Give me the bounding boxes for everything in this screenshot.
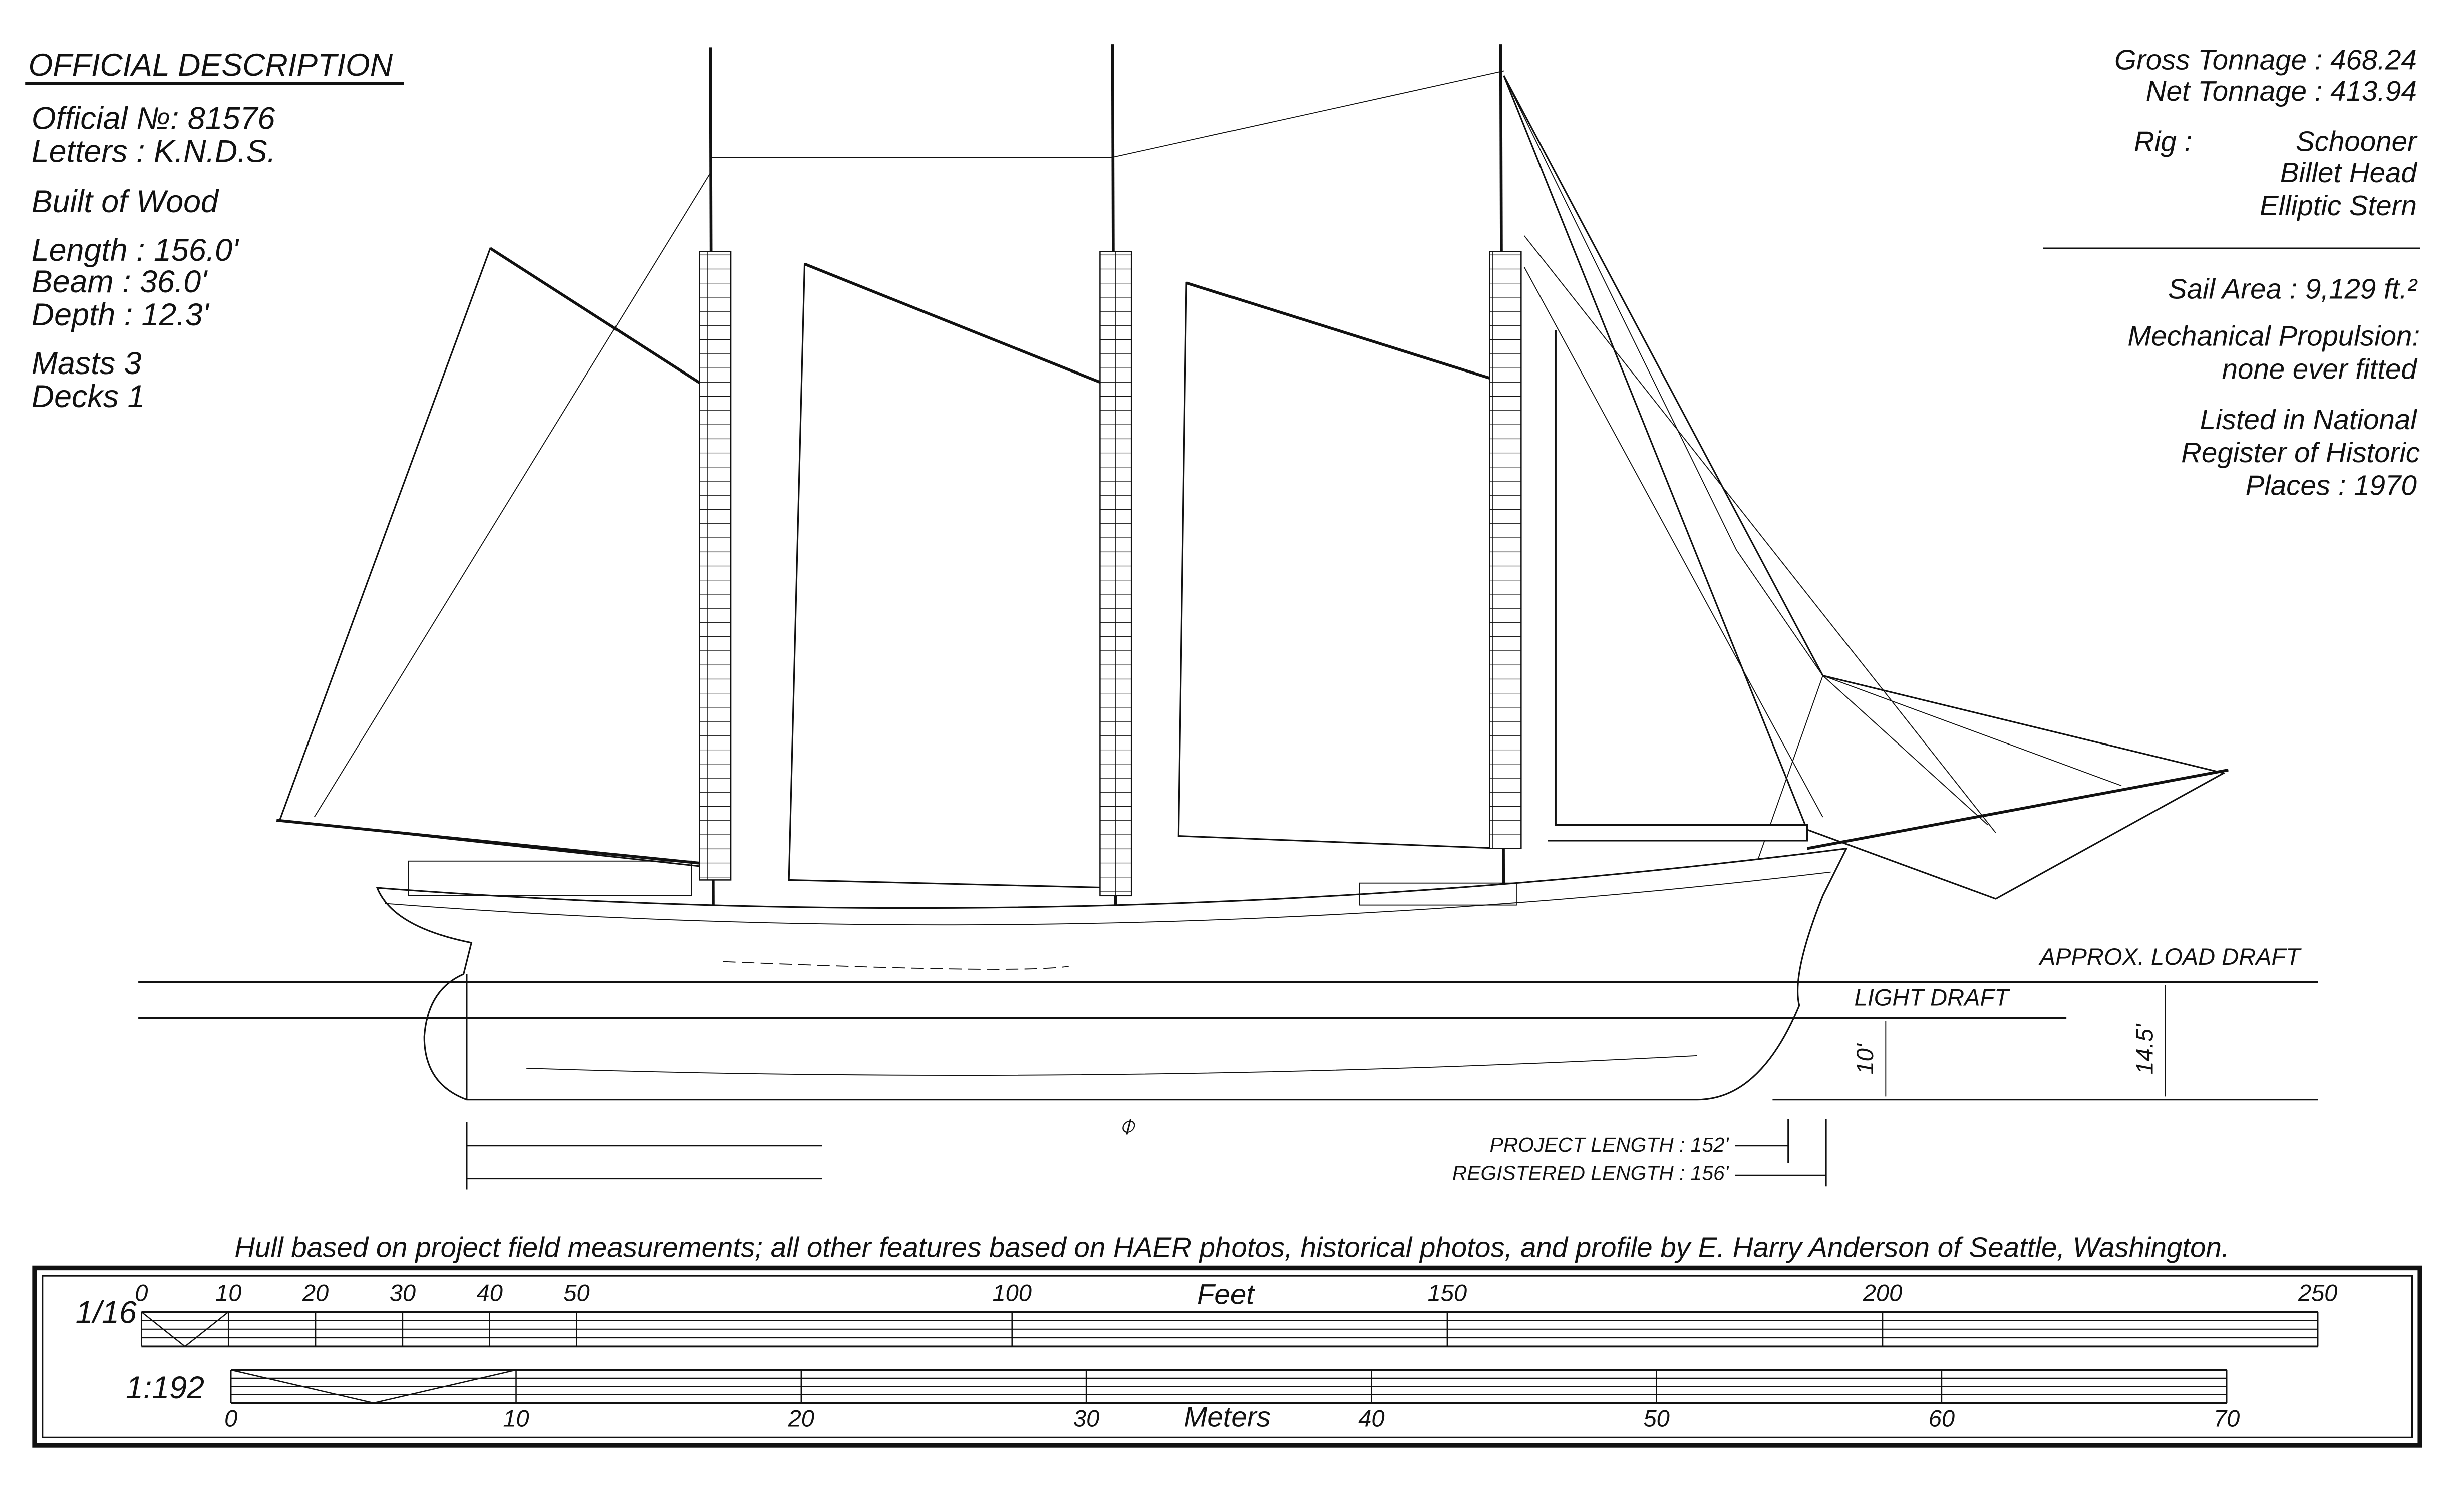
main-gaff bbox=[489, 247, 711, 391]
length: Length : 156.0' bbox=[32, 233, 239, 268]
feet-tick-label: 100 bbox=[992, 1279, 1032, 1306]
meters-tick-label: 0 bbox=[224, 1405, 237, 1431]
feet-unit-label: Feet bbox=[1197, 1279, 1255, 1310]
fore-gaff bbox=[1186, 281, 1512, 387]
sail-area: Sail Area : 9,129 ft.² bbox=[2168, 273, 2418, 304]
project-length: PROJECT LENGTH : 152' bbox=[1490, 1133, 1729, 1156]
official-description: OFFICIAL DESCRIPTION Official №: 81576 L… bbox=[25, 48, 404, 414]
feet-tick-label: 20 bbox=[302, 1279, 329, 1306]
mast-fore bbox=[1489, 44, 1522, 967]
stern-type: Elliptic Stern bbox=[2260, 190, 2417, 221]
mizzen-gaff bbox=[804, 262, 1120, 392]
feet-tick-label: 250 bbox=[2298, 1279, 2337, 1306]
meters-tick-label: 60 bbox=[1929, 1405, 1955, 1431]
bilge-line bbox=[526, 1055, 1697, 1076]
jib-leech-line bbox=[1822, 675, 2122, 787]
mizzen-sail bbox=[788, 263, 1120, 889]
load-draft-value: 14.5' bbox=[2131, 1023, 2158, 1075]
feet-tick-label: 200 bbox=[1863, 1279, 1903, 1306]
feet-tick-label: 40 bbox=[477, 1279, 503, 1306]
rig-type: Schooner bbox=[2296, 125, 2418, 157]
feet-tick-label: 0 bbox=[135, 1279, 148, 1306]
hull bbox=[376, 847, 1848, 1101]
rig-label: Rig : bbox=[2134, 125, 2192, 157]
load-draft-label: APPROX. LOAD DRAFT bbox=[2038, 943, 2302, 970]
vessel-particulars: Gross Tonnage : 468.24 Net Tonnage : 413… bbox=[2043, 44, 2420, 501]
meters-tick-label: 20 bbox=[788, 1405, 814, 1431]
fore-staysail bbox=[1548, 330, 1808, 842]
forward-house bbox=[1359, 882, 1517, 906]
forestay bbox=[1503, 75, 1988, 826]
construction: Built of Wood bbox=[32, 184, 219, 219]
sails bbox=[276, 172, 1513, 889]
description-heading: OFFICIAL DESCRIPTION bbox=[28, 48, 393, 83]
register-line-2: Register of Historic bbox=[2181, 437, 2420, 468]
bowsprit bbox=[1806, 768, 2229, 850]
foresail bbox=[1177, 281, 1513, 850]
head-type: Billet Head bbox=[2280, 157, 2418, 188]
masts bbox=[699, 44, 1522, 990]
jib-stay bbox=[1523, 235, 1996, 833]
meters-subdivision-diagonal bbox=[230, 1369, 516, 1404]
propulsion-label: Mechanical Propulsion: bbox=[2127, 320, 2420, 352]
feet-tick-label: 50 bbox=[563, 1279, 589, 1306]
meters-tick-label: 70 bbox=[2214, 1405, 2240, 1431]
official-number: Official №: 81576 bbox=[32, 101, 275, 136]
signal-letters: Letters : K.N.D.S. bbox=[32, 134, 276, 169]
light-draft-value: 10' bbox=[1852, 1043, 1878, 1074]
meters-tick-label: 10 bbox=[503, 1405, 529, 1431]
feet-subdivision-diagonal bbox=[141, 1311, 229, 1347]
mast-aft bbox=[699, 47, 732, 990]
head-rigging bbox=[710, 70, 2229, 943]
feet-scale-bar: 0 10 20 30 40 50 100 150 200 250 bbox=[135, 1279, 2337, 1348]
meters-tick-label: 50 bbox=[1643, 1405, 1669, 1431]
meters-unit-label: Meters bbox=[1184, 1401, 1271, 1432]
feet-tick-label: 150 bbox=[1428, 1279, 1467, 1306]
feet-tick-label: 10 bbox=[215, 1279, 241, 1306]
register-line-1: Listed in National bbox=[2200, 404, 2418, 435]
masts: Masts 3 bbox=[32, 346, 142, 381]
centerline-symbol: ⌽ bbox=[1118, 1109, 1136, 1141]
staysail-stay bbox=[1523, 267, 1823, 818]
cabin-house bbox=[408, 860, 692, 896]
propulsion-value: none ever fitted bbox=[2222, 353, 2418, 385]
hull-outline bbox=[376, 847, 1848, 1101]
mast-middle bbox=[1099, 44, 1132, 990]
source-caption: Hull based on project field measurements… bbox=[234, 1231, 2229, 1263]
gross-tonnage: Gross Tonnage : 468.24 bbox=[2114, 44, 2417, 75]
meters-tick-label: 40 bbox=[1358, 1405, 1384, 1431]
waterway-line bbox=[723, 961, 1069, 970]
light-draft-label: LIGHT DRAFT bbox=[1855, 984, 2011, 1010]
main-boom bbox=[276, 819, 711, 866]
registered-length: REGISTERED LENGTH : 156' bbox=[1452, 1162, 1729, 1185]
feet-tick-label: 30 bbox=[390, 1279, 416, 1306]
meters-tick-label: 30 bbox=[1073, 1405, 1099, 1431]
length-dimensions: ⌽ PROJECT LENGTH : 152' REGISTERED LENGT… bbox=[466, 1109, 1827, 1190]
sheer-line bbox=[385, 871, 1831, 926]
meters-scale-bar: 0 10 20 30 40 50 60 70 bbox=[224, 1369, 2240, 1431]
decks: Decks 1 bbox=[32, 379, 145, 414]
net-tonnage: Net Tonnage : 413.94 bbox=[2146, 75, 2417, 107]
spring-stays bbox=[710, 70, 1504, 158]
meters-scale-ratio: 1:192 bbox=[126, 1370, 204, 1405]
beam: Beam : 36.0' bbox=[32, 264, 208, 299]
mainsail bbox=[278, 247, 711, 869]
draft-dimensions: APPROX. LOAD DRAFT LIGHT DRAFT 10' 14.5' bbox=[138, 943, 2318, 1101]
jib-sail bbox=[1503, 75, 2226, 900]
feet-scale-ratio: 1/16 bbox=[76, 1295, 137, 1330]
register-line-3: Places : 1970 bbox=[2246, 470, 2417, 501]
topping-lift bbox=[314, 172, 711, 818]
depth: Depth : 12.3' bbox=[32, 297, 210, 332]
